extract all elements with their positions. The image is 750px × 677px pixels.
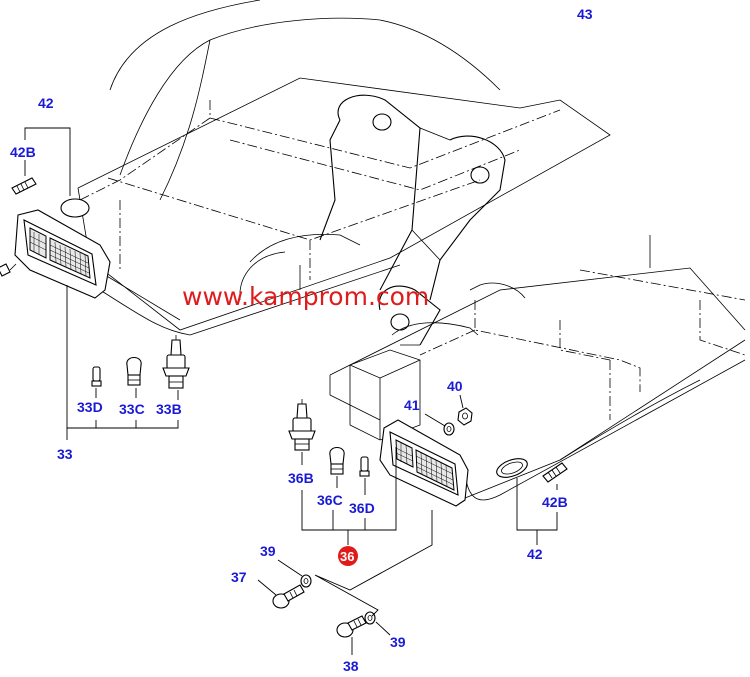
label-42-top: 42 xyxy=(38,95,54,111)
left-bulb-33d xyxy=(91,366,102,387)
label-36c: 36C xyxy=(317,492,343,508)
left-stud xyxy=(11,177,37,195)
right-lamp-lens-grid xyxy=(395,443,455,488)
washer-39-bottom xyxy=(364,611,376,625)
right-lamp-assembly xyxy=(379,419,469,507)
washer-39-top xyxy=(300,574,312,588)
left-bulb-33c xyxy=(126,356,142,386)
label-36d: 36D xyxy=(349,500,375,516)
left-beacon-lens xyxy=(60,198,90,218)
label-38: 38 xyxy=(343,658,359,674)
label-33c: 33C xyxy=(119,401,145,417)
watermark-text: www.kamprom.com xyxy=(182,282,429,311)
label-41: 41 xyxy=(404,397,420,413)
part-labels: 43 42 42B 33D 33C 33B 33 40 41 36B 36C 3… xyxy=(10,6,593,674)
left-lamp-lens-grid xyxy=(29,232,90,277)
right-bulb-36c xyxy=(329,446,345,475)
washer-41 xyxy=(443,422,455,436)
right-bulb-36d xyxy=(359,456,370,477)
bolt-37 xyxy=(272,584,305,609)
nut-40 xyxy=(457,407,473,426)
left-bulb-33b xyxy=(162,335,190,389)
label-36: 36 xyxy=(340,549,354,564)
label-33: 33 xyxy=(57,446,73,462)
label-43: 43 xyxy=(577,6,593,22)
label-42b-top: 42B xyxy=(10,144,36,160)
label-39-bottom: 39 xyxy=(390,634,406,650)
label-37: 37 xyxy=(231,569,247,585)
right-stud xyxy=(542,462,568,483)
label-42-right: 42 xyxy=(527,546,543,562)
label-33b: 33B xyxy=(156,401,182,417)
highlight-36-badge xyxy=(338,546,358,566)
label-42b-right: 42B xyxy=(542,494,568,510)
right-beacon-lens xyxy=(496,458,528,478)
construction-lines xyxy=(69,100,746,420)
label-33d: 33D xyxy=(77,399,103,415)
left-lamp-assembly xyxy=(0,209,111,299)
right-bulb-36b xyxy=(288,399,316,451)
bolt-38 xyxy=(336,615,367,638)
label-36b: 36B xyxy=(288,470,314,486)
leader-lines xyxy=(24,127,558,655)
label-39-top: 39 xyxy=(260,543,276,559)
frame-outline xyxy=(77,0,746,501)
label-40: 40 xyxy=(447,378,463,394)
